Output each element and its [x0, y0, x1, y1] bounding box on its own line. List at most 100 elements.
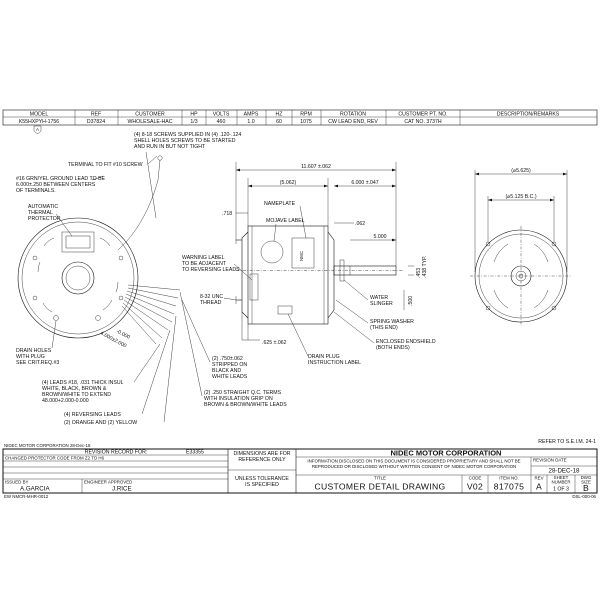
- title-block: NIDEC MOTOR CORPORATION 28-Dec-18 REFER …: [2, 439, 598, 499]
- protector-line-2: THERMAL: [28, 210, 53, 216]
- tolerance-note-1: UNLESS TOLERANCE: [235, 476, 289, 482]
- col-rpm: RPM: [300, 112, 312, 118]
- stripped-line-2: STRIPPED ON: [212, 362, 247, 368]
- header-table: MODEL REF CUSTOMER HP VOLTS AMPS HZ RPM …: [2, 109, 598, 135]
- warning-line-1: WARNING LABEL: [182, 255, 225, 261]
- revision-date: 28-DEC-18: [549, 468, 581, 475]
- col-description: DESCRIPTION/REMARKS: [497, 112, 560, 118]
- stripped-line-1: (2) .750±.062: [212, 356, 243, 362]
- endshield-line-2: (BOTH ENDS): [376, 345, 410, 351]
- title-label: TITLE: [374, 476, 386, 481]
- drain-line-1: DRAIN HOLES: [16, 348, 52, 354]
- revision-date-label: REVISION DATE: [533, 458, 567, 463]
- qc-line-1: (2) .250 STRAIGHT Q.C. TERMS: [204, 390, 282, 396]
- col-amps: AMPS: [244, 112, 259, 118]
- issued-by: A.GARCIA: [20, 486, 50, 493]
- dim-body: (5.062): [280, 180, 297, 186]
- proprietary-1: INFORMATION DISCLOSED ON THIS DOCUMENT I…: [307, 459, 520, 464]
- sheet-label-1: SHEET: [554, 475, 569, 480]
- leads-line-1: (4) LEADS #18, .031 THICK INSUL: [42, 380, 124, 386]
- reversing-note: (4) REVERSING LEADS: [64, 412, 121, 418]
- spring-line-1: SPRING WASHER: [370, 319, 414, 325]
- svg-text:NMC: NMC: [299, 251, 304, 261]
- code-label: CODE: [469, 476, 482, 481]
- col-customer-pt: CUSTOMER PT. NO.: [398, 112, 447, 118]
- rev-badge-shape: [33, 125, 42, 135]
- cell-rpm: 1075: [300, 119, 312, 125]
- screws-line-3: AND RUN IN BUT NOT TIGHT: [134, 144, 206, 150]
- qc-line-3: BROWN & BROWN/WHITE LEADS: [204, 402, 287, 408]
- sheet-label-2: NUMBER: [551, 480, 570, 485]
- left-end-view: [17, 155, 181, 345]
- col-customer: CUSTOMER: [135, 112, 165, 118]
- warning-line-3: TO REVERSING LEADS: [182, 267, 240, 273]
- leads-line-2: WHITE, BLACK, BROWN &: [42, 386, 107, 392]
- rev-label: REV: [534, 476, 543, 481]
- cell-ref: D37824: [87, 119, 105, 125]
- item-label: ITEM NO.: [499, 476, 519, 481]
- ground-line-3: OF TERMINALS.: [16, 188, 56, 194]
- change-description: CHANGED PROTECTOR CODE FROM Z2 TO H6: [5, 455, 105, 460]
- col-model: MODEL: [30, 112, 49, 118]
- rev-badge: A: [36, 127, 39, 132]
- dim-diameter: (⌀5.625): [511, 168, 531, 174]
- unc-line-2: THREAD: [200, 300, 222, 306]
- drain-plug-line-1: DRAIN PLUG: [308, 354, 340, 360]
- dim-shaft: 6.000 ±.047: [351, 180, 378, 186]
- cell-customer: WHOLESALE-HAC: [128, 119, 173, 125]
- stripped-line-3: BLACK AND: [212, 368, 241, 374]
- proprietary-2: REPRODUCED OR DISCLOSED WITHOUT WRITTEN …: [312, 464, 516, 469]
- cell-amps: 1.0: [247, 119, 254, 125]
- protector-line-1: AUTOMATIC: [28, 204, 58, 210]
- center-annotations: NAMEPLATE MOJAVE LABEL WARNING LABEL TO …: [182, 201, 436, 366]
- dwg-value: B: [583, 483, 589, 493]
- cell-rotation: CW LEAD END, REV: [328, 119, 378, 125]
- screws-line-1: (4) 8-18 SCREWS SUPPLIED IN (4) .120-.12…: [134, 132, 241, 138]
- corp-name: NIDEC MOTOR CORPORATION: [391, 448, 502, 457]
- dim-718: .718: [222, 211, 232, 217]
- leads-line-4: 48.000+2.000-0.000: [42, 398, 89, 404]
- leads-line-3: BROWN/WHITE TO EXTEND: [42, 392, 111, 398]
- cell-hp: 1/3: [190, 119, 197, 125]
- revision-record-no: E33355: [186, 450, 204, 456]
- drain-line-3: SEE CRIT.REQ.#3: [16, 360, 59, 366]
- spring-line-2: (THIS END): [370, 325, 398, 331]
- drawing-title: CUSTOMER DETAIL DRAWING: [314, 482, 445, 492]
- ground-line-2: 6.000±.250 BETWEEN CENTERS: [16, 182, 96, 188]
- col-volts: VOLTS: [213, 112, 230, 118]
- col-hp: HP: [190, 112, 198, 118]
- dims-note-2: REFERENCE ONLY: [238, 457, 286, 463]
- left-annotations: (4) 8-18 SCREWS SUPPLIED IN (4) .120-.12…: [16, 132, 287, 426]
- warning-line-2: TO BE ADJACENT: [182, 261, 227, 267]
- cell-model: K55HXPYH-1756: [19, 119, 59, 125]
- col-rotation: ROTATION: [340, 112, 366, 118]
- nameplate-label: NAMEPLATE: [264, 201, 296, 207]
- dim-bolt-circle: (⌀5.125 B.C.): [505, 194, 536, 200]
- dim-453: .453: [416, 268, 422, 278]
- item-value: 817075: [494, 482, 524, 492]
- endshield-line-1: ENCLOSED ENDSHIELD: [376, 339, 436, 345]
- drain-line-2: WITH PLUG: [16, 354, 45, 360]
- water-line-2: SLINGER: [370, 301, 393, 307]
- orange-note: (2) ORANGE AND (2) YELLOW: [64, 420, 137, 426]
- dim-500: .500: [408, 296, 414, 306]
- cell-volts: 460: [217, 119, 226, 125]
- dwg-label-2: SIZE: [581, 480, 591, 485]
- sheet-value: 1 OF 3: [553, 487, 569, 493]
- corp-date: NIDEC MOTOR CORPORATION 28-Dec-18: [4, 443, 91, 448]
- center-side-view: NMC: [235, 225, 404, 340]
- col-hz: HZ: [276, 112, 283, 118]
- dim-625: .625 ±.062: [262, 340, 287, 346]
- col-ref: REF: [91, 112, 101, 118]
- right-end-view: (⌀5.625) (⌀5.125 B.C.): [470, 168, 572, 326]
- revision-record-label: REVISION RECORD FOR:: [85, 450, 148, 456]
- water-line-1: WATER: [370, 295, 388, 301]
- tolerance-note-2: IS SPECIFIED: [245, 482, 279, 488]
- code-value: V02: [467, 482, 483, 492]
- engineer-label: ENGINEER APPROVED: [84, 480, 132, 485]
- issued-by-label: ISSUED BY: [5, 480, 28, 485]
- stripped-line-4: WHITE LEADS: [212, 374, 248, 380]
- refer-note: REFER TO S.E.I.M. 24-1: [538, 439, 596, 445]
